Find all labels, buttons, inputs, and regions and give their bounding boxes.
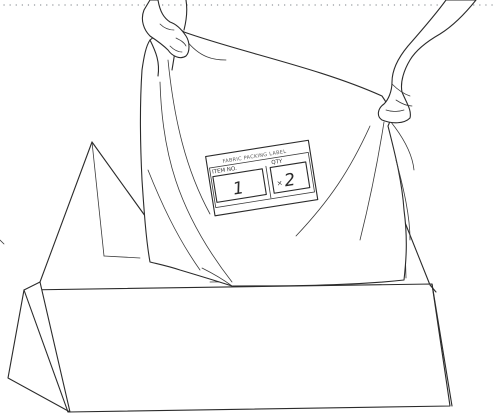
qty-prefix: × <box>276 179 283 188</box>
right-hand <box>378 0 476 123</box>
